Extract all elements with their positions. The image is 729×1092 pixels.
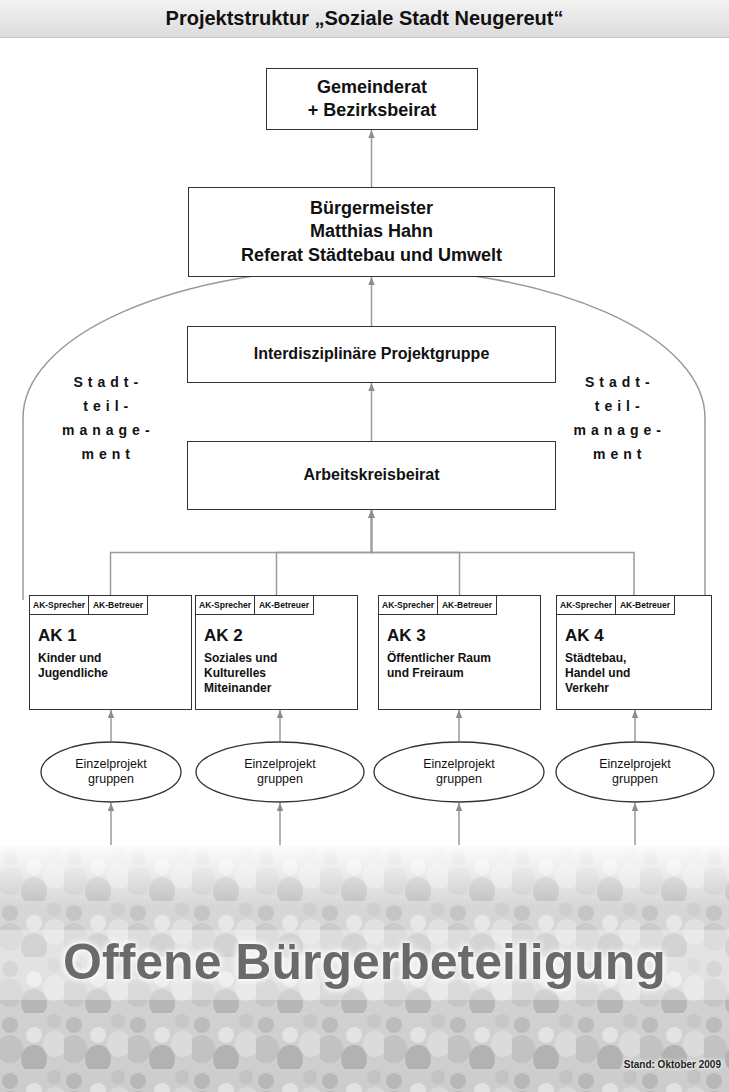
connector-arrow (279, 710, 281, 741)
box-label: Bürgermeister (310, 197, 433, 220)
role-cell: AK-Betreuer (254, 595, 314, 615)
ellipse-label: Einzelprojekt gruppen (589, 757, 681, 787)
text-haze (0, 930, 729, 1000)
project-group-ellipse: Einzelprojekt gruppen (555, 741, 715, 803)
group-topic: Kinder und Jugendliche (38, 651, 148, 681)
group-topic: Städtebau, Handel und Verkehr (565, 651, 645, 696)
project-group-ellipse: Einzelprojekt gruppen (373, 741, 545, 803)
group-topic: Öffentlicher Raum und Freiraum (387, 651, 495, 681)
box-label: Referat Städtebau und Umwelt (241, 244, 502, 267)
group-number: AK 1 (38, 626, 183, 646)
connector-arrow (371, 277, 373, 326)
box-label: + Bezirksbeirat (308, 99, 437, 122)
side-label: Stadt- teil- manage- ment (62, 370, 155, 466)
box-label: Matthias Hahn (310, 220, 433, 243)
ellipse-label: Einzelprojekt gruppen (65, 757, 157, 787)
ellipse-line (374, 742, 544, 802)
org-box: Gemeinderat+ Bezirksbeirat (266, 68, 478, 130)
ellipse-label: Einzelprojekt gruppen (234, 757, 326, 787)
group-number: AK 3 (387, 626, 532, 646)
connector-arrow (634, 803, 636, 845)
cell-label: AK-Betreuer (442, 600, 492, 610)
connector-arrow (634, 710, 636, 741)
cell-label: AK-Sprecher (560, 600, 612, 610)
box-label: Gemeinderat (317, 76, 427, 99)
ellipse-line (41, 742, 181, 802)
ellipse-line (556, 742, 714, 802)
role-cell: AK-Betreuer (615, 595, 675, 615)
cell-label: AK-Sprecher (199, 600, 251, 610)
role-cell: AK-Sprecher (29, 595, 89, 615)
ellipse-line (196, 742, 364, 802)
working-group-box: AK 3 Öffentlicher Raum und Freiraum AK-Spr… (378, 595, 541, 710)
box-label: Arbeitskreisbeirat (303, 465, 439, 486)
participation-band: Offene BürgerbeteiligungStand: Oktober 2… (0, 845, 729, 1092)
org-box: Interdisziplinäre Projektgruppe (187, 326, 556, 383)
crowd-texture (0, 845, 729, 1092)
working-group-box: AK 2 Soziales und Kulturelles Miteinander… (195, 595, 358, 710)
cell-label: AK-Sprecher (382, 600, 434, 610)
role-cell: AK-Betreuer (88, 595, 148, 615)
connector-arrow (371, 383, 373, 441)
box-label: Interdisziplinäre Projektgruppe (254, 344, 490, 365)
cell-label: AK-Betreuer (259, 600, 309, 610)
connector-arrow (279, 803, 281, 845)
side-label: Stadt- teil- manage- ment (573, 370, 666, 466)
title-bar: Projektstruktur „Soziale Stadt Neugereut… (0, 0, 729, 38)
date-note: Stand: Oktober 2009 (624, 1059, 721, 1070)
group-number: AK 4 (565, 626, 703, 646)
cell-label: AK-Betreuer (620, 600, 670, 610)
cell-label: AK-Sprecher (33, 600, 85, 610)
oval-line (23, 268, 705, 600)
working-group-box: AK 4 Städtebau, Handel und Verkehr AK-Spre… (556, 595, 712, 710)
connector-arrow (371, 130, 373, 187)
connector-arrow (111, 510, 372, 595)
project-group-ellipse: Einzelprojekt gruppen (195, 741, 365, 803)
role-cell: AK-Sprecher (556, 595, 616, 615)
connector-arrow (277, 510, 372, 595)
connector-arrow (372, 510, 635, 595)
connector-arrow (110, 803, 112, 845)
management-oval: Stadt- teil- manage- ment Stadt- teil- ma… (22, 268, 706, 600)
band-heading: Offene Bürgerbeteiligung (63, 933, 666, 991)
role-cell: AK-Sprecher (378, 595, 438, 615)
org-box: Arbeitskreisbeirat (187, 441, 556, 510)
working-group-box: AK 1 Kinder und Jugendliche AK-Sprecher AK-… (29, 595, 192, 710)
group-topic: Soziales und Kulturelles Miteinander (204, 651, 294, 696)
connector-arrow (458, 710, 460, 741)
connector-arrow (110, 710, 112, 741)
ellipse-label: Einzelprojekt gruppen (413, 757, 505, 787)
diagram-title: Projektstruktur „Soziale Stadt Neugereut… (166, 7, 564, 30)
org-box: BürgermeisterMatthias HahnReferat Städte… (188, 187, 555, 277)
connector-arrow (458, 803, 460, 845)
role-cell: AK-Sprecher (195, 595, 255, 615)
group-number: AK 2 (204, 626, 349, 646)
role-cell: AK-Betreuer (437, 595, 497, 615)
cell-label: AK-Betreuer (93, 600, 143, 610)
project-group-ellipse: Einzelprojekt gruppen (40, 741, 182, 803)
photo-fade (0, 845, 729, 1092)
